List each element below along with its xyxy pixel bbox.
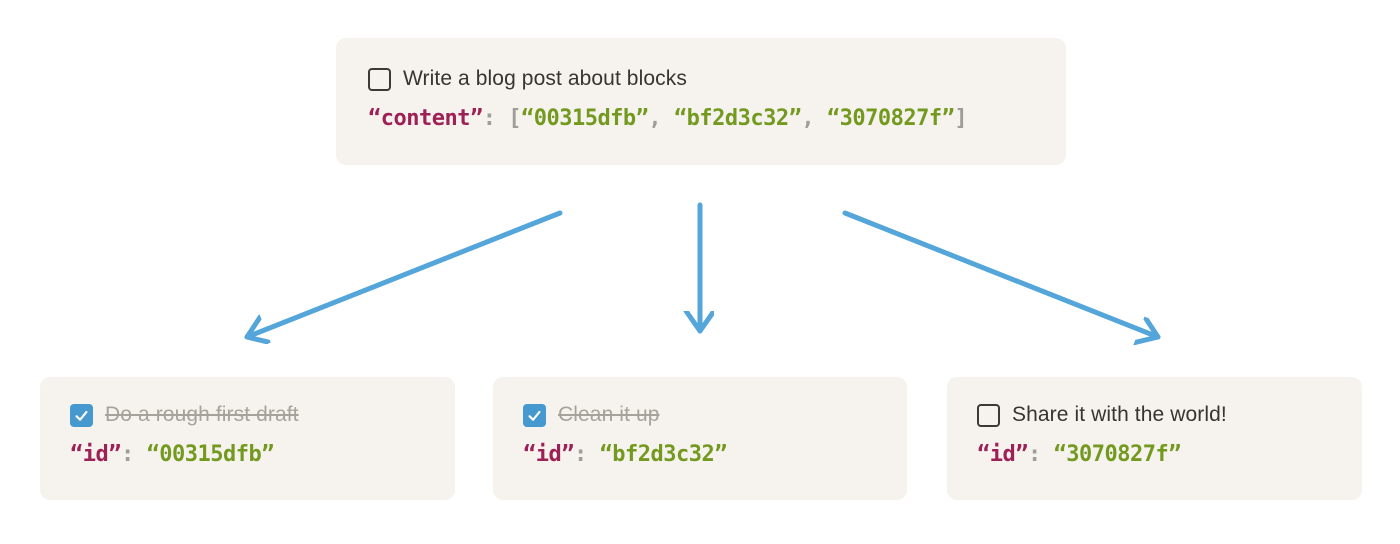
arrow-down-right-icon xyxy=(842,210,1161,337)
code-id-value-1: “00315dfb” xyxy=(520,106,649,131)
child-block-card-3: Share it with the world! “id”: “3070827f… xyxy=(947,377,1362,500)
code-close-bracket: ] xyxy=(954,106,968,131)
child-code-line: “id”: “bf2d3c32” xyxy=(523,442,879,492)
code-id-value: “00315dfb” xyxy=(146,442,274,467)
checkbox-unchecked-icon[interactable] xyxy=(368,67,391,91)
parent-todo-label: Write a blog post about blocks xyxy=(403,67,687,90)
child-todo-label: Clean it up xyxy=(558,403,660,426)
check-icon xyxy=(75,410,88,421)
code-key: “id” xyxy=(977,442,1028,467)
code-id-value-2: “bf2d3c32” xyxy=(673,106,802,131)
parent-code-line: “content”: [“00315dfb”, “bf2d3c32”, “307… xyxy=(368,106,1036,156)
child-todo-row: Do a rough first draft xyxy=(70,403,427,427)
code-comma: , xyxy=(801,106,827,131)
code-id-value: “3070827f” xyxy=(1053,442,1181,467)
child-todo-row: Clean it up xyxy=(523,403,879,427)
code-separator: : xyxy=(120,442,147,467)
check-icon xyxy=(528,410,541,421)
code-open-bracket: [ xyxy=(508,106,521,131)
child-block-card-2: Clean it up “id”: “bf2d3c32” xyxy=(493,377,907,500)
code-separator: : xyxy=(482,106,509,131)
code-id-value-3: “3070827f” xyxy=(826,106,955,131)
child-code-line: “id”: “00315dfb” xyxy=(70,442,427,492)
code-separator: : xyxy=(573,442,600,467)
child-todo-row: Share it with the world! xyxy=(977,403,1334,427)
code-key: “id” xyxy=(70,442,121,467)
parent-block-card: Write a blog post about blocks “content”… xyxy=(336,38,1066,165)
arrow-down-left-icon xyxy=(247,210,563,337)
child-todo-label: Do a rough first draft xyxy=(105,403,299,426)
checkbox-checked-icon[interactable] xyxy=(70,403,93,427)
checkbox-unchecked-icon[interactable] xyxy=(977,403,1000,427)
child-todo-label: Share it with the world! xyxy=(1012,403,1227,426)
code-separator: : xyxy=(1027,442,1054,467)
child-code-line: “id”: “3070827f” xyxy=(977,442,1334,492)
code-key: “id” xyxy=(523,442,574,467)
checkbox-checked-icon[interactable] xyxy=(523,403,546,427)
code-id-value: “bf2d3c32” xyxy=(599,442,727,467)
child-block-card-1: Do a rough first draft “id”: “00315dfb” xyxy=(40,377,455,500)
code-comma: , xyxy=(648,106,674,131)
code-key: “content” xyxy=(368,106,483,131)
parent-todo-row: Write a blog post about blocks xyxy=(368,67,1036,91)
